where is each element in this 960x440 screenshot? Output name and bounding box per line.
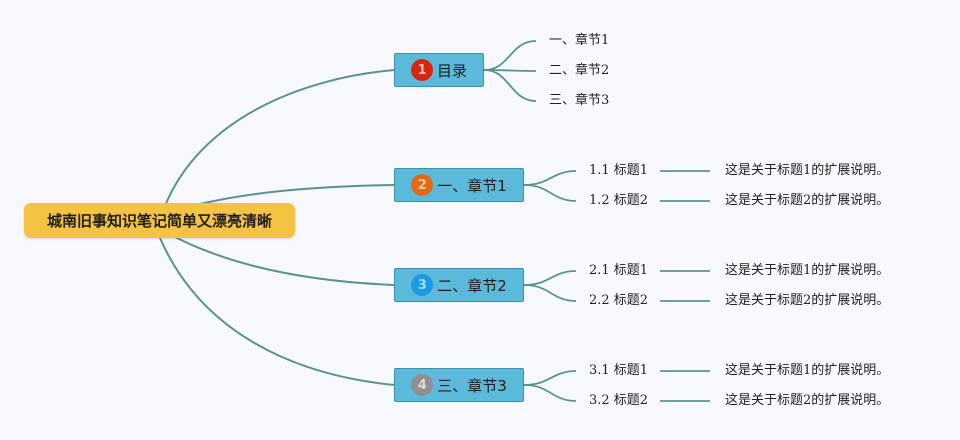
branch-label: 一、章节1 [437, 176, 507, 195]
number-badge-icon: 4 [411, 374, 434, 396]
child-link [483, 69, 537, 102]
branch-topic-1[interactable]: 1 目录 [394, 53, 484, 87]
root-topic[interactable]: 城南旧事知识笔记简单又漂亮清晰 [24, 203, 295, 238]
subtopic-item[interactable]: 2.1 标题1 [589, 263, 649, 278]
subtopic-item[interactable]: 3.2 标题2 [589, 393, 649, 408]
subtopic-note[interactable]: 这是关于标题1的扩展说明。 [725, 263, 890, 278]
child-link [523, 370, 577, 386]
branch-topic-2[interactable]: 2 一、章节1 [394, 168, 524, 202]
root-link-1 [164, 69, 396, 207]
root-link-2 [199, 184, 396, 205]
subtopic-note[interactable]: 这是关于标题2的扩展说明。 [725, 393, 890, 408]
child-link [523, 170, 577, 186]
branch-topic-4[interactable]: 4 三、章节3 [394, 368, 524, 402]
subtopic-item[interactable]: 2.2 标题2 [589, 293, 649, 308]
root-link-4 [159, 237, 396, 386]
subtopic-item[interactable]: 二、章节2 [549, 63, 610, 78]
subtopic-note[interactable]: 这是关于标题2的扩展说明。 [725, 193, 890, 208]
subtopic-item[interactable]: 1.1 标题1 [589, 163, 649, 178]
child-link [523, 284, 577, 302]
subtopic-item[interactable]: 3.1 标题1 [589, 363, 649, 378]
subtopic-note[interactable]: 这是关于标题1的扩展说明。 [725, 363, 890, 378]
subtopic-item[interactable]: 1.2 标题2 [589, 193, 649, 208]
subtopic-item[interactable]: 三、章节3 [549, 93, 610, 108]
branch-label: 目录 [436, 61, 467, 80]
subtopic-note[interactable]: 这是关于标题1的扩展说明。 [725, 163, 890, 178]
root-link-3 [174, 236, 396, 286]
subtopic-note[interactable]: 这是关于标题2的扩展说明。 [725, 293, 890, 308]
number-badge-icon: 3 [411, 274, 434, 296]
subtopic-item[interactable]: 一、章节1 [549, 33, 610, 48]
branch-label: 二、章节2 [437, 276, 507, 295]
child-link [523, 270, 577, 286]
branch-label: 三、章节3 [437, 376, 507, 395]
branch-topic-3[interactable]: 3 二、章节2 [394, 268, 524, 302]
child-link [523, 184, 577, 202]
number-badge-icon: 2 [411, 174, 434, 196]
root-topic-label: 城南旧事知识笔记简单又漂亮清晰 [46, 212, 272, 230]
child-link [483, 40, 537, 71]
number-badge-icon: 1 [410, 59, 433, 81]
child-link [523, 384, 577, 402]
